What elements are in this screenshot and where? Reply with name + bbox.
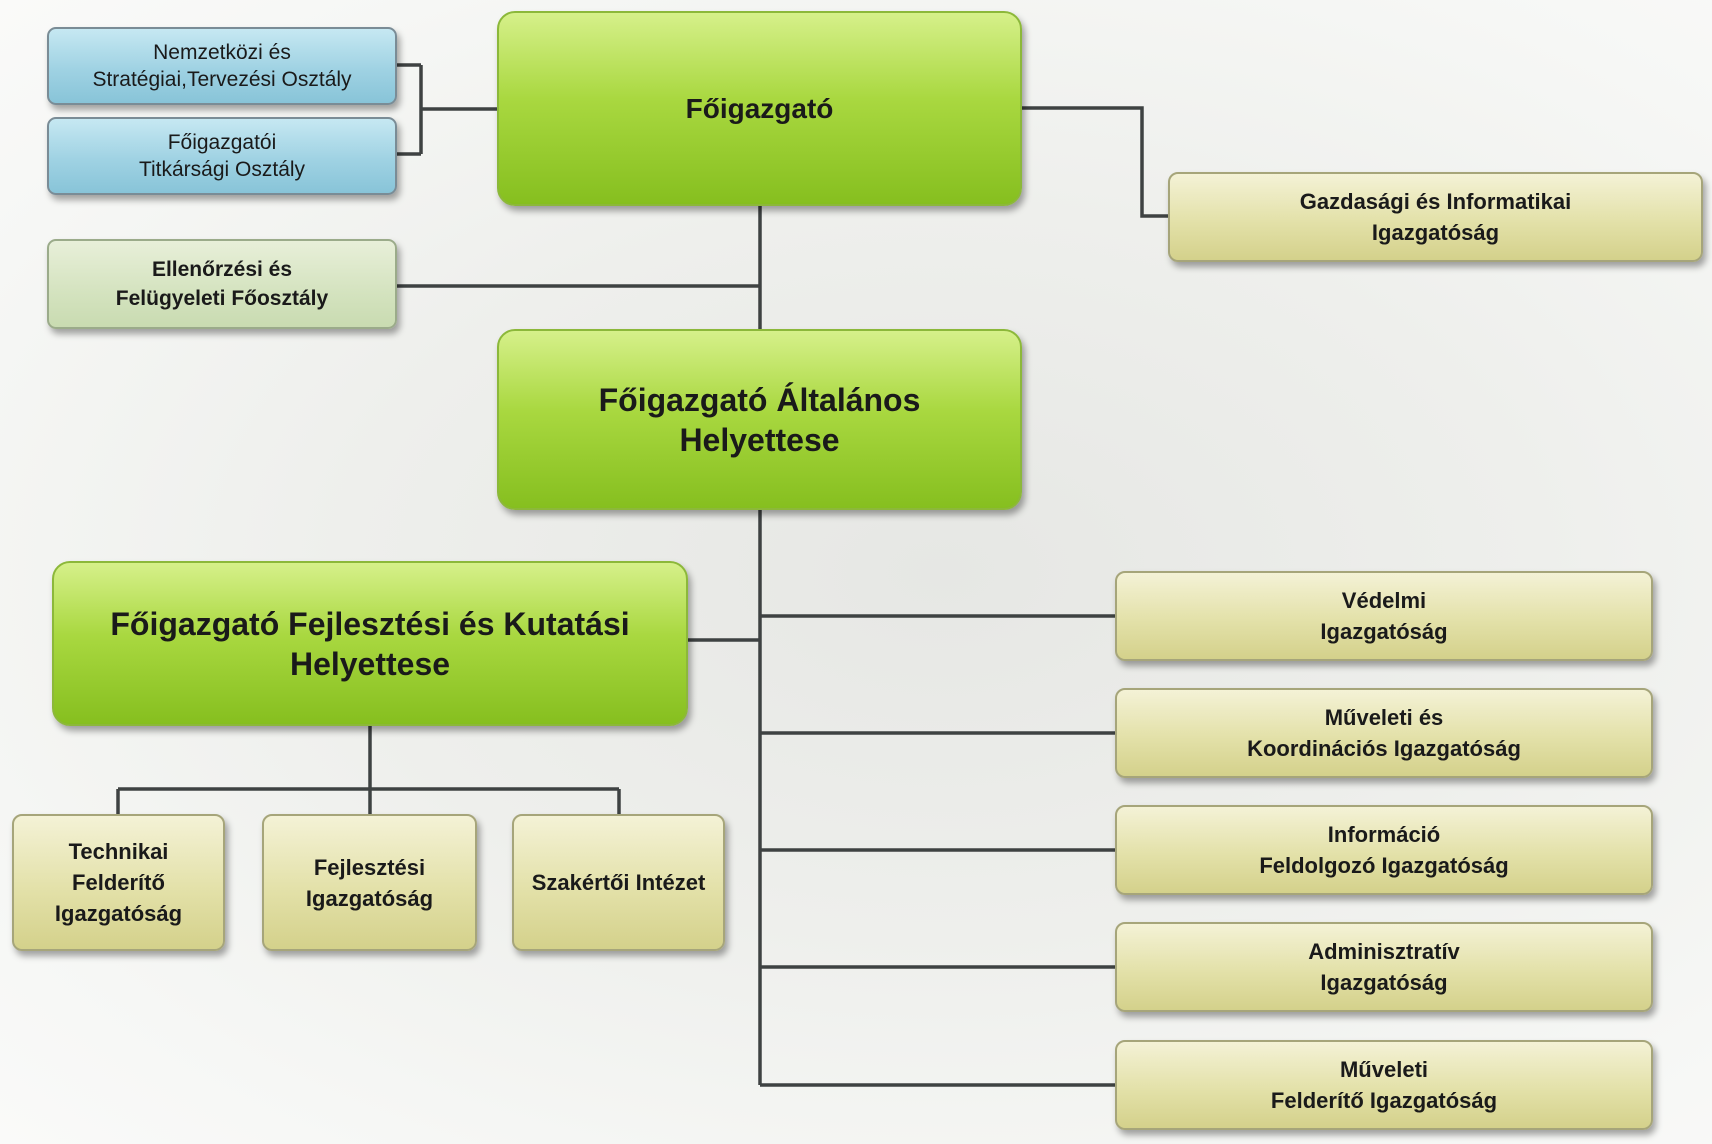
fejlesztesi-helyettes-box: Főigazgató Fejlesztési és Kutatási Helye… [52, 561, 688, 726]
adminisztrativ-igazgatosag-box: Adminisztratív Igazgatóság [1115, 922, 1653, 1012]
vedelmi-igazgatosag-label: Védelmi Igazgatóság [1320, 588, 1448, 644]
vedelmi-igazgatosag-box: Védelmi Igazgatóság [1115, 571, 1653, 661]
technikai-felderito-label: Technikai Felderítő Igazgatóság [54, 839, 183, 926]
altalanos-helyettes-box: Főigazgató Általános Helyettese [497, 329, 1022, 510]
altalanos-helyettes-label: Főigazgató Általános Helyettese [598, 381, 921, 458]
szakertoi-intezet-label: Szakértői Intézet [531, 870, 706, 895]
ellenorzesi-foosztaly-box: Ellenőrzési és Felügyeleti Főosztály [47, 239, 397, 329]
nemzetkozi-osztaly-label: Nemzetközi és Stratégiai,Tervezési Osztá… [92, 41, 352, 91]
muveleti-felderito-box: Műveleti Felderítő Igazgatóság [1115, 1040, 1653, 1130]
muveleti-koordinacios-box: Műveleti és Koordinációs Igazgatóság [1115, 688, 1653, 778]
informacio-feldolgozo-label: Információ Feldolgozó Igazgatóság [1259, 822, 1509, 878]
foigazgato-label: Főigazgató [685, 92, 834, 124]
gazdasagi-igazgatosag-box: Gazdasági és Informatikai Igazgatóság [1168, 172, 1703, 262]
szakertoi-intezet-box: Szakértői Intézet [512, 814, 725, 951]
fejlesztesi-helyettes-label: Főigazgató Fejlesztési és Kutatási Helye… [110, 605, 630, 682]
nemzetkozi-osztaly-box: Nemzetközi és Stratégiai,Tervezési Osztá… [47, 27, 397, 105]
fejlesztesi-igazgatosag-box: Fejlesztési Igazgatóság [262, 814, 477, 951]
foigazgato-box: Főigazgató [497, 11, 1022, 206]
titkarsagi-osztaly-label: Főigazgatói Titkársági Osztály [138, 131, 306, 181]
gazdasagi-igazgatosag-label: Gazdasági és Informatikai Igazgatóság [1299, 189, 1572, 245]
fejlesztesi-igazgatosag-label: Fejlesztési Igazgatóság [305, 854, 434, 911]
muveleti-felderito-label: Műveleti Felderítő Igazgatóság [1270, 1057, 1498, 1113]
muveleti-koordinacios-label: Műveleti és Koordinációs Igazgatóság [1247, 705, 1521, 761]
informacio-feldolgozo-box: Információ Feldolgozó Igazgatóság [1115, 805, 1653, 895]
ellenorzesi-foosztaly-label: Ellenőrzési és Felügyeleti Főosztály [115, 258, 329, 310]
adminisztrativ-igazgatosag-label: Adminisztratív Igazgatóság [1308, 939, 1460, 995]
titkarsagi-osztaly-box: Főigazgatói Titkársági Osztály [47, 117, 397, 195]
technikai-felderito-box: Technikai Felderítő Igazgatóság [12, 814, 225, 951]
